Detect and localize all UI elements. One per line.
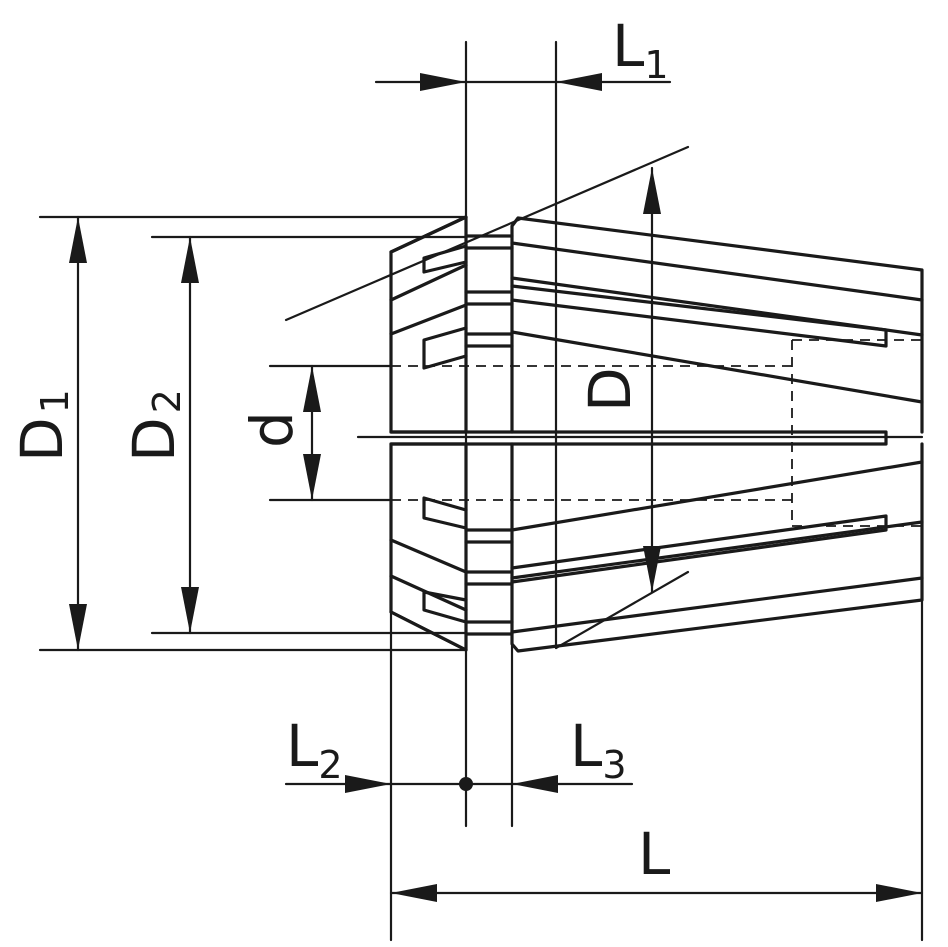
extension-lines [38, 40, 924, 942]
label-d: d [238, 411, 306, 448]
arrow-head [69, 604, 87, 650]
label-L: L [638, 820, 670, 888]
arrow-head [876, 884, 922, 902]
taper-line [510, 520, 924, 580]
taper-line [510, 576, 924, 634]
arrow-head [556, 73, 602, 91]
label-D1: D1 [8, 389, 77, 462]
arrow-head [69, 217, 87, 263]
arrow-head [303, 366, 321, 412]
arrow-head [420, 73, 466, 91]
arrow-head [181, 237, 199, 283]
arrow-head [303, 454, 321, 500]
arrow-head [512, 775, 558, 793]
taper-line [510, 460, 924, 532]
collet-body [389, 215, 924, 653]
dimension-L2-L3 [284, 775, 634, 793]
rear-slot-upper [510, 284, 888, 348]
rear-section-outline-lower [510, 442, 924, 653]
taper-line [510, 330, 924, 404]
chamfer-line [389, 538, 468, 574]
arrow-head [181, 587, 199, 633]
label-D: D [576, 367, 644, 412]
label-L1: L1 [612, 12, 669, 87]
taper-reference-line [554, 570, 690, 650]
chamfer-line [389, 215, 468, 254]
dimension-D [643, 166, 661, 594]
front-slot [422, 496, 468, 530]
dimension-d [303, 364, 321, 502]
dimension-D2 [181, 235, 199, 635]
dimension-L1 [374, 73, 672, 91]
label-D2: D2 [120, 389, 189, 462]
dimension-dot [459, 777, 473, 791]
front-slot [422, 326, 468, 370]
arrow-head [643, 168, 661, 214]
chamfer-line [389, 263, 468, 302]
rear-section-outline [510, 216, 924, 434]
label-L3: L3 [570, 712, 627, 787]
chamfer-line [389, 610, 468, 652]
taper-reference-line [284, 145, 690, 322]
taper-line [510, 241, 924, 302]
arrow-head [391, 884, 437, 902]
dimension-L [389, 884, 924, 902]
chamfer-line [389, 303, 468, 336]
label-L2: L2 [286, 712, 343, 787]
front-slot [422, 590, 468, 624]
dimension-D1 [69, 215, 87, 652]
rear-slot-lower [510, 514, 888, 584]
arrow-head [643, 546, 661, 592]
arrow-head [345, 775, 391, 793]
